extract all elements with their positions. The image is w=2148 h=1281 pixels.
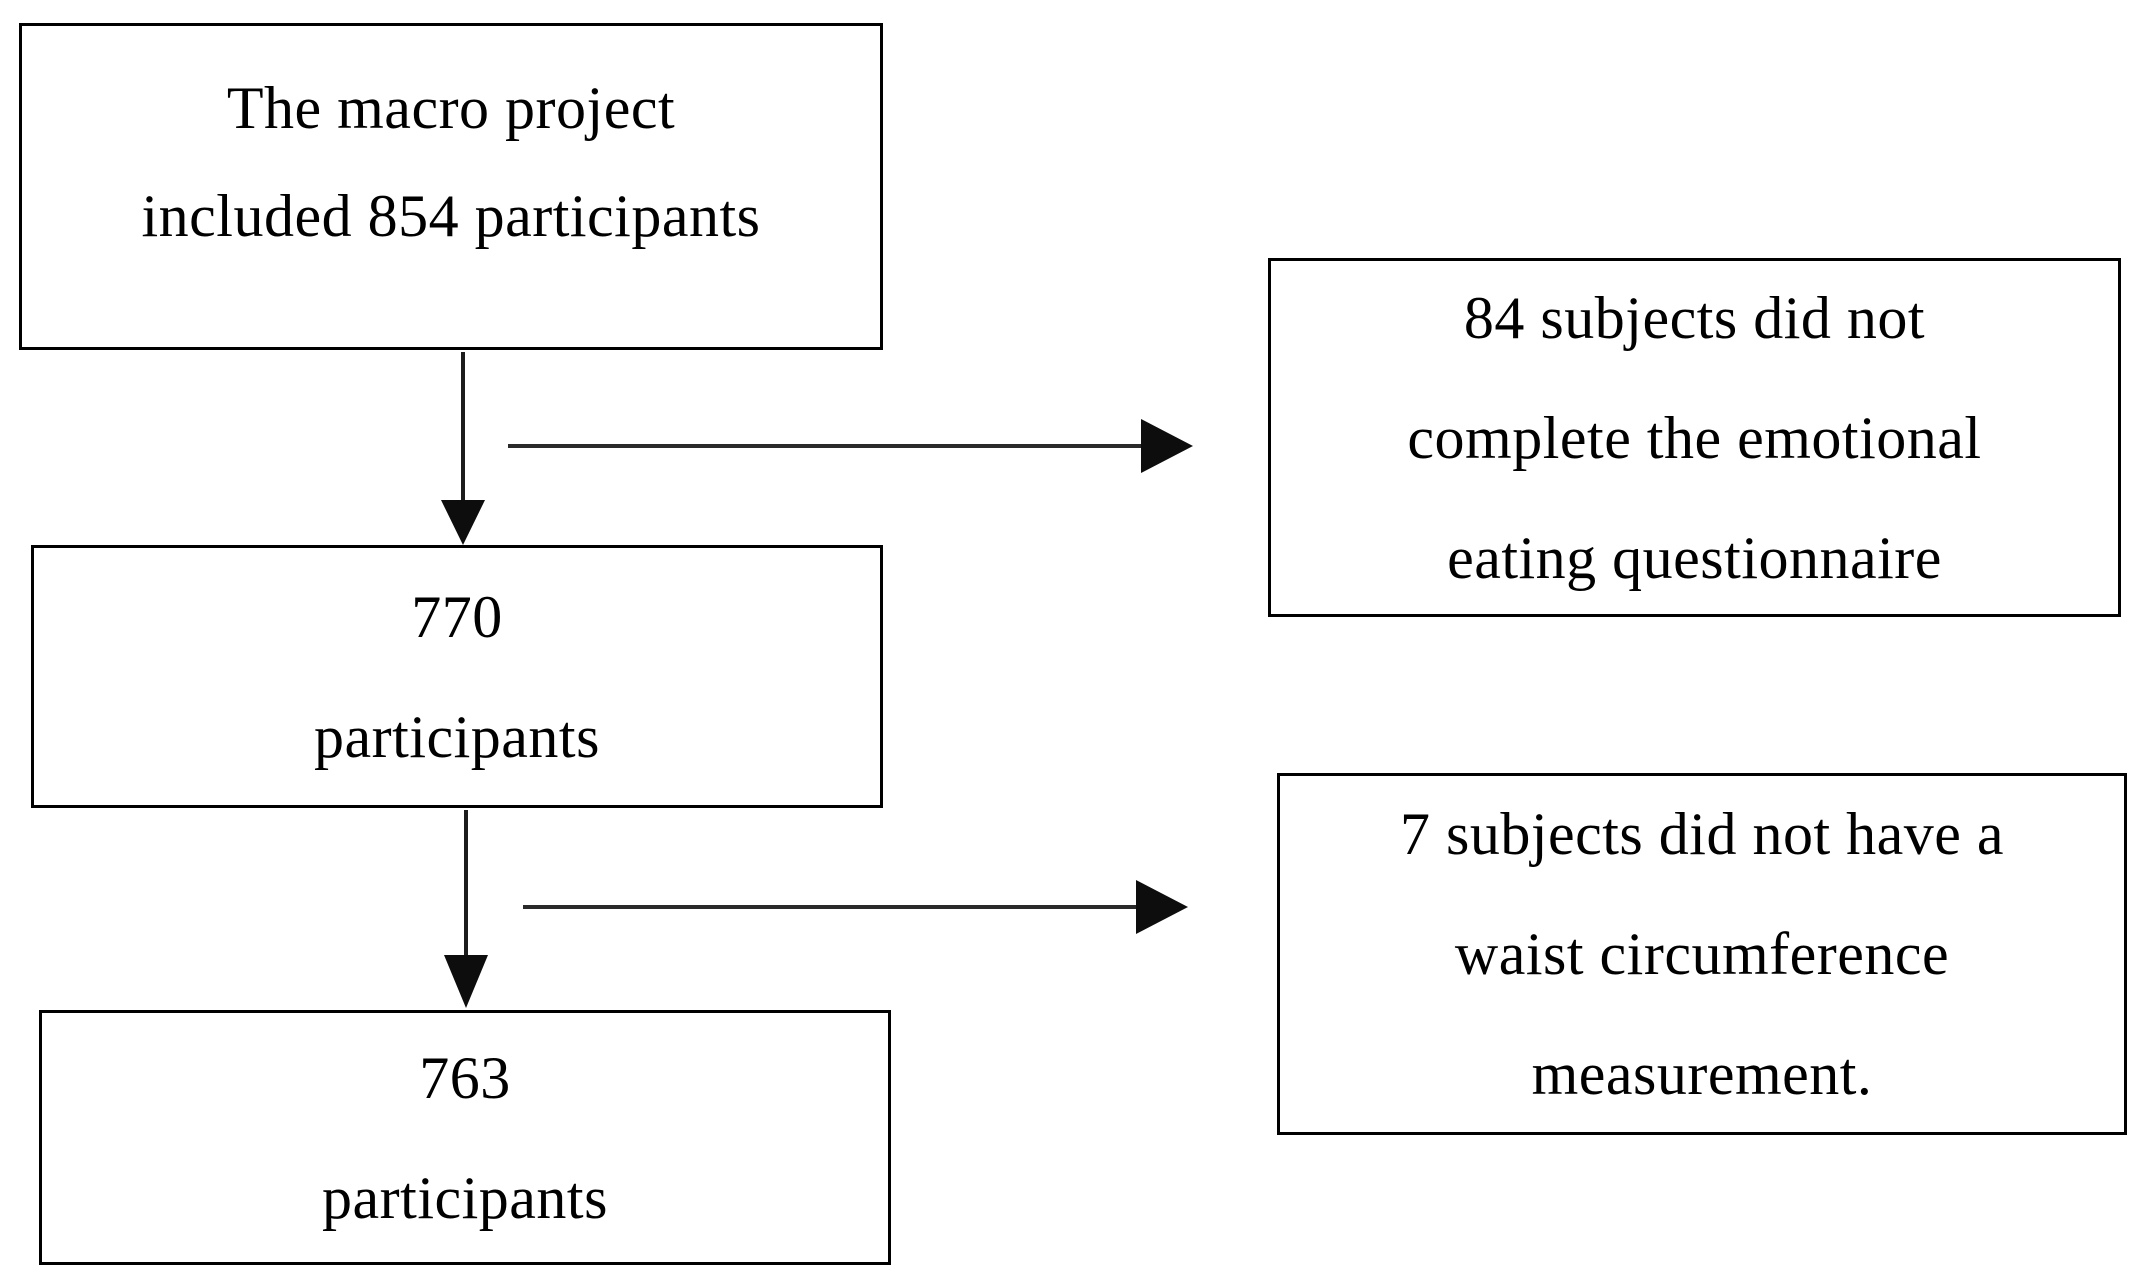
text-line: 84 subjects did not — [1463, 284, 1926, 351]
arrow-down-770-to-763 — [444, 810, 488, 1008]
arrow-right-to-waist-box — [523, 880, 1188, 934]
flow-box-763-participants: 763 participants — [39, 1010, 891, 1265]
text-line: included 854 participants — [141, 182, 761, 249]
text-line: complete the emotional — [1407, 404, 1982, 471]
arrow-head-icon — [1136, 880, 1188, 934]
arrow-head-icon — [441, 500, 485, 545]
arrow-down-854-to-770 — [441, 352, 485, 545]
text-line: participants — [314, 703, 600, 770]
text-line: 7 subjects did not have a — [1399, 801, 2005, 867]
flow-box-macro-project: The macro project included 854 participa… — [19, 23, 883, 350]
text-line: The macro project — [226, 74, 676, 141]
exclusion-box-emotional-eating: 84 subjects did not complete the emotion… — [1268, 258, 2121, 617]
flow-box-770-participants: 770 participants — [31, 545, 883, 808]
exclusion-box-waist-circumference: 7 subjects did not have a waist circumfe… — [1277, 773, 2127, 1135]
text-line: measurement. — [1531, 1041, 1873, 1107]
text-line: 770 — [411, 583, 503, 650]
text-line: 763 — [419, 1044, 511, 1111]
text-line: eating questionnaire — [1447, 524, 1942, 591]
text-line: participants — [322, 1164, 608, 1231]
arrow-head-icon — [444, 955, 488, 1008]
arrow-head-icon — [1141, 419, 1193, 473]
text-line: waist circumference — [1454, 921, 1950, 987]
arrow-right-to-emotional-eating-box — [508, 419, 1193, 473]
